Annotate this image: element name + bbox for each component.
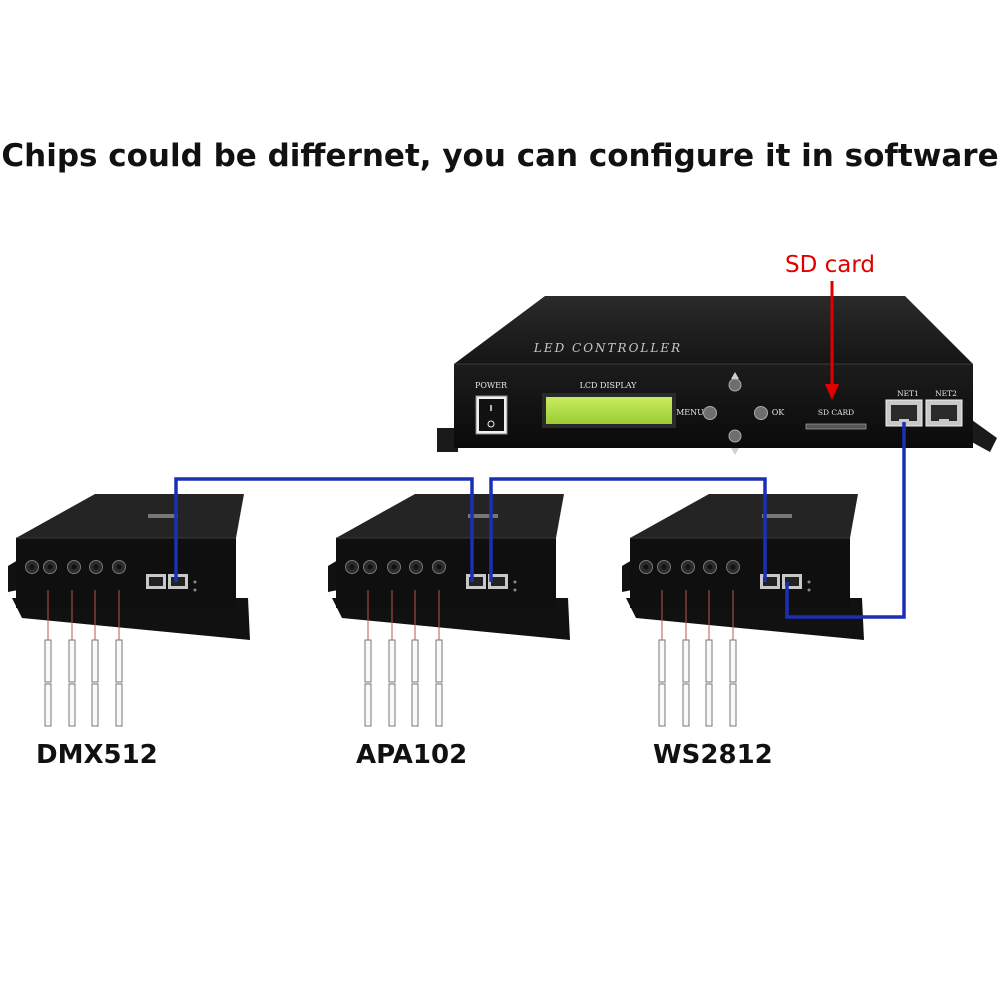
output-connector-pin [730,564,736,570]
status-led [807,580,811,584]
cable-apa102-to-dmx512 [174,477,474,582]
sd-slot-label: SD CARD [818,408,854,417]
box-front [336,538,556,608]
sub-controller-apa102 [328,494,570,727]
led-strip-segment [44,639,52,683]
top-badge [762,514,792,518]
rj45-in-socket [171,577,185,586]
cable-ws2812-to-apa102 [489,477,767,582]
box-top [16,494,244,538]
status-led [807,588,811,592]
led-strip-segment [68,639,76,683]
headline: Chips could be differnet, you can config… [1,138,999,174]
output-connector-pin [47,564,53,570]
lcd-display [546,397,672,424]
output-connector-pin [707,564,713,570]
status-led [513,580,517,584]
output-connector-pin [116,564,122,570]
box-top [630,494,858,538]
output-connector-pin [349,564,355,570]
power-cable-stub [8,560,18,592]
controller-top [454,296,973,364]
box-front [16,538,236,608]
up-arrow-icon[interactable] [728,372,742,392]
lcd-label: LCD DISPLAY [580,381,638,390]
status-led [193,580,197,584]
led-strip-segment [68,683,76,727]
output-connector-pin [367,564,373,570]
box-top [336,494,564,538]
sd-card-callout-arrow [825,281,839,400]
rj45-in-socket [785,577,799,586]
sub-controller-ws2812 [622,494,864,727]
rj45-in-socket [491,577,505,586]
led-strip-segment [364,639,372,683]
led-strip-segment [682,639,690,683]
chip-label-apa102: APA102 [356,740,468,770]
top-badge [148,514,178,518]
network-cables [174,422,906,619]
rj45-out-socket [469,577,483,586]
menu-button[interactable] [703,406,717,420]
box-front [630,538,850,608]
sd-card-callout-label: SD card [785,252,876,278]
led-strip-segment [658,683,666,727]
led-strip-segment [115,683,123,727]
led-strip-segment [729,683,737,727]
led-strip-segment [705,683,713,727]
output-connector-pin [29,564,35,570]
led-strip-segment [658,639,666,683]
ok-button[interactable] [754,406,768,420]
led-strip-segment [388,683,396,727]
rj45-out-socket [149,577,163,586]
power-label: POWER [475,381,508,390]
status-led [193,588,197,592]
right-flange [968,420,997,452]
output-connector-pin [413,564,419,570]
output-connector-pin [643,564,649,570]
led-strip-segment [44,683,52,727]
left-flange [437,428,458,452]
led-strip-segment [705,639,713,683]
output-connector-pin [93,564,99,570]
output-connector-pin [661,564,667,570]
net2-port[interactable] [925,399,963,427]
led-strip-segment [388,639,396,683]
output-connector-pin [71,564,77,570]
chip-label-ws2812: WS2812 [653,740,773,770]
led-strip-segment [411,683,419,727]
top-badge [468,514,498,518]
cable-main-to-ws2812 [785,422,906,619]
led-strip-segment [729,639,737,683]
output-connector-pin [685,564,691,570]
power-cable-stub [622,560,632,592]
led-strip-segment [364,683,372,727]
net1-label: NET1 [897,389,919,398]
led-strip-segment [411,639,419,683]
power-cable-stub [328,560,338,592]
ok-label: OK [772,408,786,417]
output-connector-pin [436,564,442,570]
status-led [513,588,517,592]
net2-label: NET2 [935,389,957,398]
sd-card-slot[interactable] [805,423,867,430]
down-arrow-icon[interactable] [728,429,742,455]
chip-label-dmx512: DMX512 [36,740,158,770]
rj45-out-socket [763,577,777,586]
sub-controller-dmx512 [8,494,250,727]
led-strip-segment [435,639,443,683]
led-strip-segment [682,683,690,727]
led-strip-segment [91,683,99,727]
controller-title: LED CONTROLLER [533,341,682,355]
output-connector-pin [391,564,397,570]
led-strip-segment [91,639,99,683]
led-strip-segment [115,639,123,683]
led-strip-segment [435,683,443,727]
menu-label: MENU [676,408,704,417]
main-controller: LED CONTROLLER POWER LCD DISPLAY MENU OK [437,296,997,455]
